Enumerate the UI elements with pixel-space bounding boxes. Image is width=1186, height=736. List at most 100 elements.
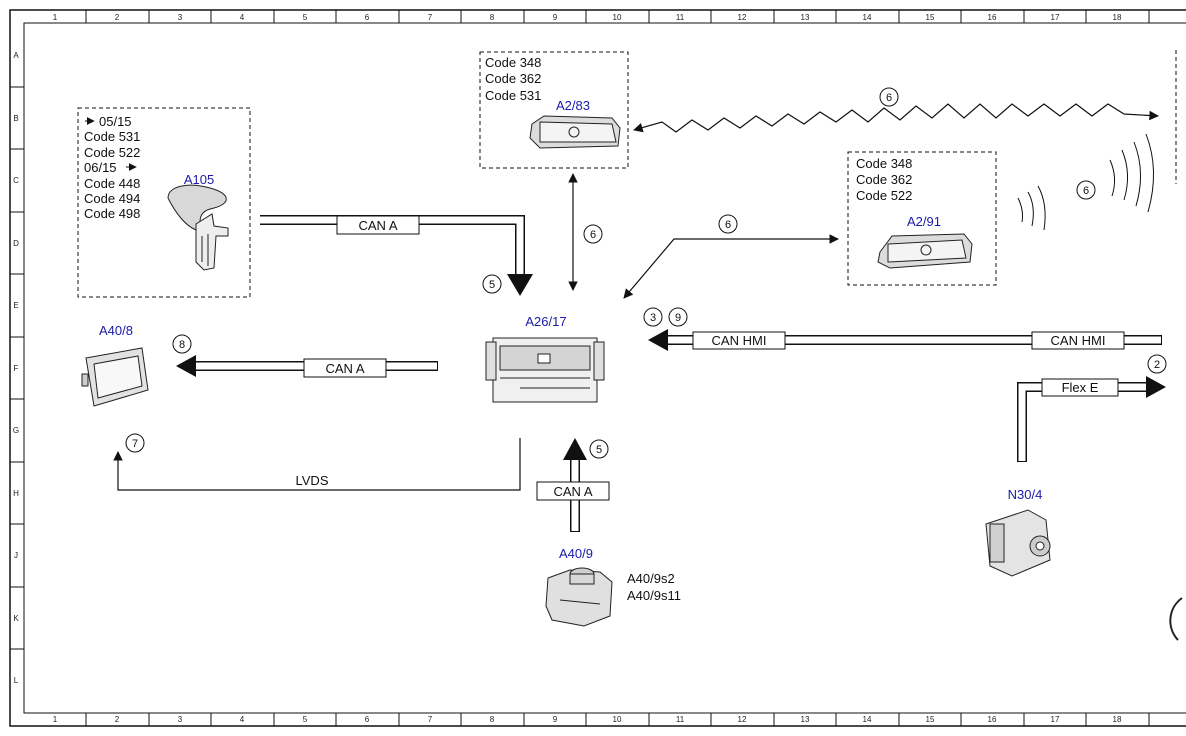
col-label: 12 [738, 715, 747, 724]
marker-8-text: 8 [179, 339, 185, 351]
col-label: 14 [863, 13, 872, 22]
col-label: 1 [53, 13, 58, 22]
marker-5: 5 [482, 274, 502, 294]
a2-83-label: A2/83 [556, 98, 590, 113]
col-label: 15 [926, 13, 935, 22]
row-label: J [14, 551, 18, 560]
col-label: 16 [988, 13, 997, 22]
marker-2: 2 [1147, 354, 1167, 374]
zigzag-wireless-link [633, 103, 1159, 133]
col-label: 1 [53, 715, 58, 724]
can-a-label: CAN A [325, 361, 364, 376]
row-label: B [13, 114, 18, 123]
can-hmi-link: CAN HMI CAN HMI [648, 329, 1162, 351]
col-label: 9 [553, 13, 558, 22]
row-label: A [13, 51, 19, 60]
col-label: 10 [613, 13, 622, 22]
col-label: 18 [1113, 715, 1122, 724]
a40-8-label: A40/8 [99, 323, 133, 338]
col-label: 5 [303, 13, 308, 22]
col-label: 8 [490, 13, 495, 22]
marker-6: 6 [879, 87, 899, 107]
lvds-label: LVDS [296, 473, 329, 488]
a105-module: 05/15 Code 531 Code 522 06/15 Code 448 C… [77, 107, 251, 298]
can-a-link-a40-8: CAN A [176, 355, 438, 378]
a105-note: Code 498 [84, 206, 140, 221]
col-label: 3 [178, 715, 183, 724]
can-a-link-a105: CAN A [260, 215, 533, 296]
marker-8: 8 [172, 334, 192, 354]
row-label: C [13, 176, 19, 185]
marker-6-text: 6 [886, 92, 892, 104]
can-hmi-label: CAN HMI [1051, 333, 1106, 348]
col-label: 14 [863, 715, 872, 724]
frame [9, 9, 1186, 727]
a105-note: Code 448 [84, 176, 140, 191]
a105-note: Code 494 [84, 191, 140, 206]
gear-selector-icon [167, 184, 229, 271]
can-a-link-a40-9: CAN A [536, 438, 610, 532]
row-label: F [14, 364, 19, 373]
col-label: 11 [676, 715, 685, 724]
col-label: 2 [115, 715, 120, 724]
col-label: 15 [926, 715, 935, 724]
flex-e-link: Flex E [1017, 376, 1166, 462]
receiver-module-icon [877, 233, 973, 269]
a2-91-label: A2/91 [907, 214, 941, 229]
col-label: 17 [1051, 715, 1060, 724]
row-label: D [13, 239, 19, 248]
row-label: K [13, 614, 19, 623]
row-label: L [14, 676, 19, 685]
marker-6-text: 6 [725, 219, 731, 231]
flex-e-label: Flex E [1062, 380, 1099, 395]
controller-knob-icon [545, 567, 613, 627]
row-label: H [13, 489, 19, 498]
marker-3-text: 3 [650, 312, 656, 324]
head-unit-icon [485, 337, 605, 403]
col-label: 16 [988, 715, 997, 724]
marker-7-text: 7 [132, 438, 138, 450]
marker-5-text: 5 [489, 279, 495, 291]
col-label: 17 [1051, 13, 1060, 22]
marker-6: 6 [718, 214, 738, 234]
a105-note: 05/15 [99, 114, 132, 129]
a2-91-module: Code 348 Code 362 Code 522 A2/91 [847, 151, 997, 286]
n30-4-module: N30/4 [985, 487, 1051, 577]
marker-9: 9 [668, 307, 688, 327]
display-screen-icon [81, 347, 149, 407]
marker-5: 5 [589, 439, 609, 459]
col-label: 5 [303, 715, 308, 724]
col-label: 10 [613, 715, 622, 724]
a2-91-code: Code 362 [856, 172, 912, 187]
col-label: 11 [676, 13, 685, 22]
marker-6-text: 6 [590, 229, 596, 241]
marker-3: 3 [643, 307, 663, 327]
col-label: 13 [801, 715, 810, 724]
a40-9-subpart: A40/9s2 [627, 571, 675, 586]
a105-note: Code 531 [84, 129, 140, 144]
col-label: 3 [178, 13, 183, 22]
a2-83-module: Code 348 Code 362 Code 531 A2/83 [479, 51, 629, 169]
marker-5-text: 5 [596, 444, 602, 456]
marker-7: 7 [125, 433, 145, 453]
radio-waves-icon [1017, 133, 1155, 231]
a26-17-label: A26/17 [525, 314, 566, 329]
offpage-component [1169, 597, 1183, 641]
col-label: 6 [365, 13, 370, 22]
col-label: 7 [428, 13, 433, 22]
a26-17-module: A26/17 [485, 314, 605, 403]
col-label: 8 [490, 715, 495, 724]
col-label: 2 [115, 13, 120, 22]
grid-bottom: 1 2 3 4 5 6 7 8 9 10 11 12 13 14 15 16 1… [53, 713, 1150, 726]
marker-6-text: 6 [1083, 185, 1089, 197]
control-unit-icon [985, 509, 1051, 577]
can-a-label: CAN A [358, 218, 397, 233]
a40-9-label: A40/9 [559, 546, 593, 561]
a105-label: A105 [184, 172, 214, 187]
col-label: 12 [738, 13, 747, 22]
a105-note: 06/15 [84, 160, 117, 175]
marker-6: 6 [1076, 180, 1096, 200]
a2-91-code: Code 522 [856, 188, 912, 203]
grid-top: 1 2 3 4 5 6 7 8 9 10 11 12 13 14 15 16 1… [53, 10, 1150, 23]
